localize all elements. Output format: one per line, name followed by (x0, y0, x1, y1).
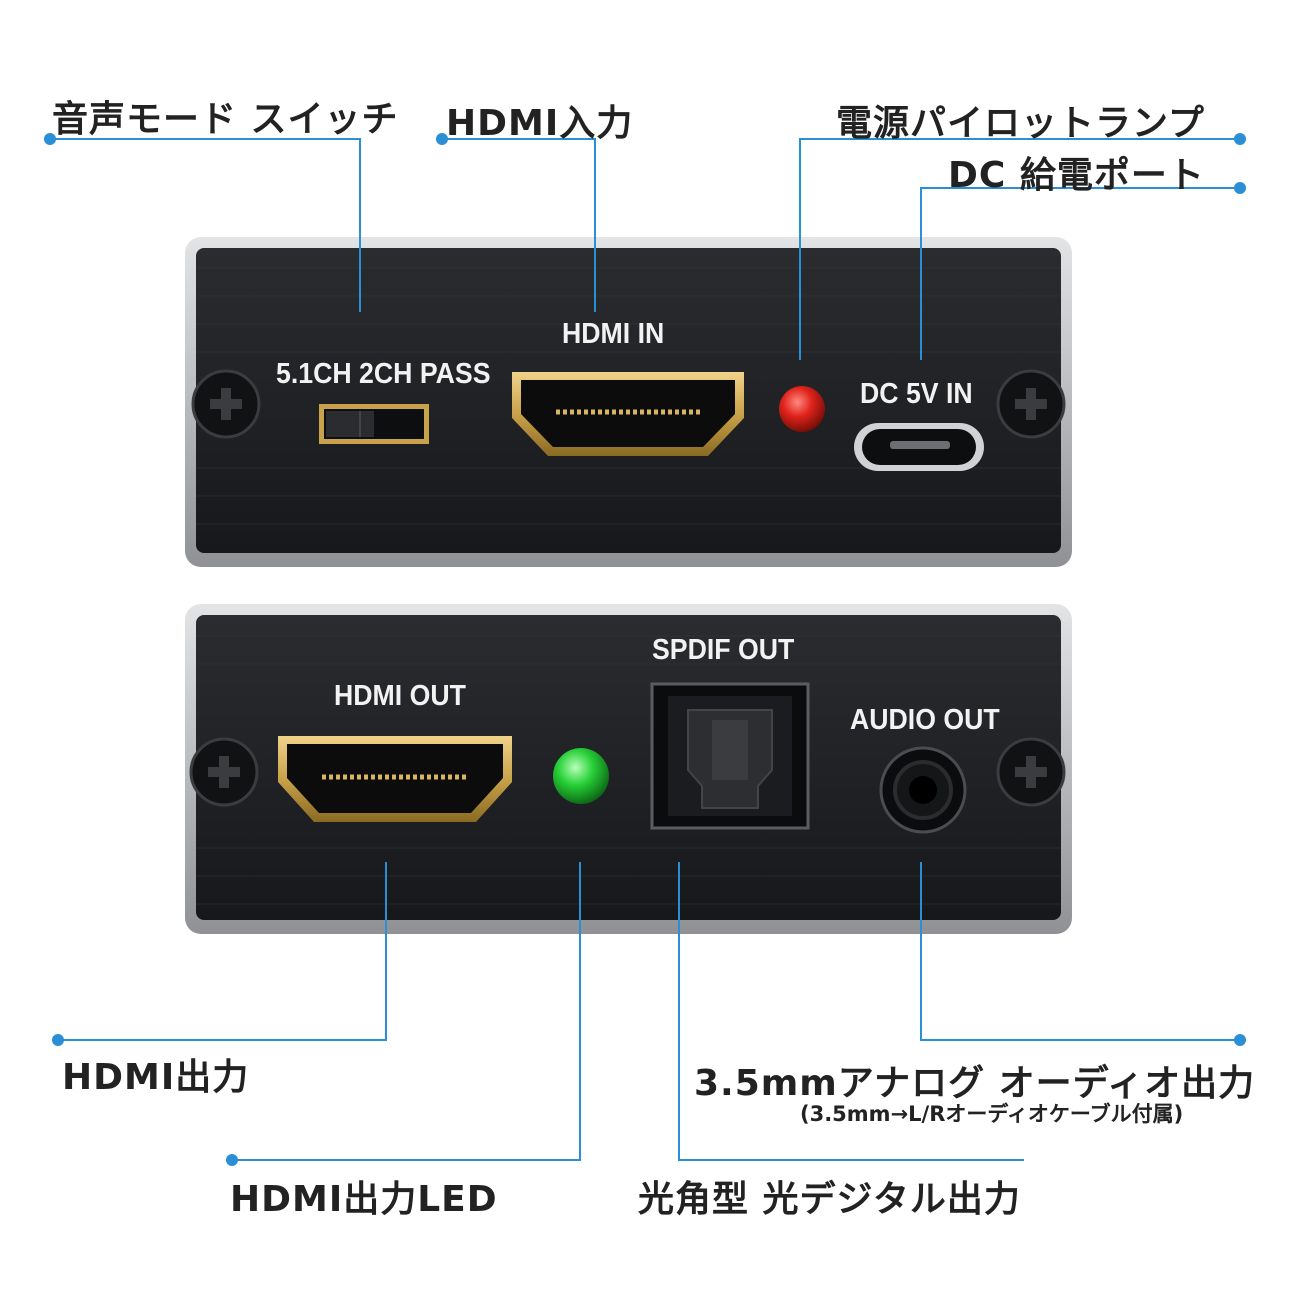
leader-power-lamp (799, 138, 1240, 360)
hdmi-in-port (512, 372, 744, 456)
leader-hdmi-input (442, 138, 596, 312)
callout-hdmi-output-led: HDMI出力LED (230, 1179, 498, 1220)
hdmi-out-port (278, 736, 512, 822)
screw-left-icon (191, 369, 261, 439)
hdmi-output-led (553, 748, 609, 804)
leader-optical-out (678, 862, 1024, 1161)
dc-in-label: DC 5V IN (860, 378, 973, 410)
power-pilot-led (779, 386, 825, 432)
callout-dc-power-port: DC 給電ポート (948, 155, 1205, 196)
screw-right-icon (996, 737, 1066, 807)
callout-hdmi-output: HDMI出力 (62, 1057, 250, 1098)
switch-mode-label: 5.1CH 2CH PASS (276, 358, 491, 390)
callout-optical-out: 光角型 光デジタル出力 (638, 1179, 1021, 1220)
audio-mode-slide-switch (319, 404, 429, 444)
output-panel (185, 604, 1072, 934)
spdif-toslink-port (650, 682, 810, 830)
callout-hdmi-input: HDMI入力 (446, 103, 634, 144)
leader-audio-mode-switch (50, 138, 361, 312)
audio-out-label: AUDIO OUT (850, 704, 1000, 736)
leader-hdmi-output-led (232, 862, 581, 1161)
brushed-texture (196, 635, 1061, 905)
callout-power-pilot-lamp: 電源パイロットランプ (836, 103, 1205, 144)
dc-micro-usb-port (854, 423, 984, 471)
input-panel (185, 237, 1072, 567)
screw-left-icon (189, 737, 259, 807)
spdif-out-label: SPDIF OUT (652, 634, 795, 666)
leader-end-dots (44, 133, 1246, 1166)
callout-analog-audio-note: (3.5mm→L/Rオーディオケーブル付属) (800, 1102, 1184, 1126)
hdmi-in-label: HDMI IN (562, 318, 665, 350)
leader-hdmi-output (58, 862, 387, 1041)
leader-dc-port (920, 187, 1240, 360)
audio-out-jack (879, 746, 967, 834)
output-panel-face (196, 615, 1061, 920)
hdmi-out-label: HDMI OUT (334, 680, 466, 712)
brushed-texture (196, 267, 1061, 525)
leader-analog-audio (920, 862, 1240, 1041)
callout-analog-audio-out: 3.5mmアナログ オーディオ出力 (694, 1063, 1256, 1104)
leader-lines (50, 138, 1240, 1161)
screw-right-icon (996, 369, 1066, 439)
callout-audio-mode-switch: 音声モード スイッチ (52, 99, 399, 140)
